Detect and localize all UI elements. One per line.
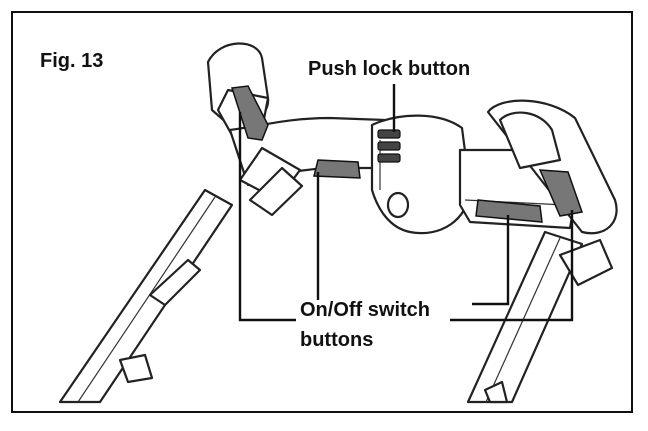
right-inner-leader-line — [472, 215, 510, 306]
right-grip-on-off-button[interactable] — [538, 169, 583, 217]
left-leader-line — [238, 112, 296, 322]
push-lock-rib-1[interactable] — [377, 129, 401, 139]
right-grip — [486, 99, 618, 235]
left-shaft — [58, 188, 234, 404]
right-outer-leader-line — [450, 210, 574, 322]
on-off-label-line-1: On/Off switch — [300, 299, 430, 321]
figure-number-label: Fig. 13 — [40, 50, 104, 72]
push-lock-rib-2[interactable] — [377, 141, 401, 151]
center-on-off-button[interactable] — [313, 159, 361, 179]
crossbar — [228, 116, 390, 217]
lock-housing — [370, 114, 472, 235]
push-lock-rib-3[interactable] — [377, 153, 401, 163]
right-on-off-button[interactable] — [475, 199, 543, 223]
push-lock-button-label: Push lock button — [308, 58, 471, 80]
left-on-off-button[interactable] — [231, 85, 269, 141]
on-off-label-line-2: buttons — [300, 329, 374, 351]
right-shaft — [466, 230, 614, 404]
on-off-switch-buttons-label: On/Off switch buttons — [300, 295, 430, 355]
